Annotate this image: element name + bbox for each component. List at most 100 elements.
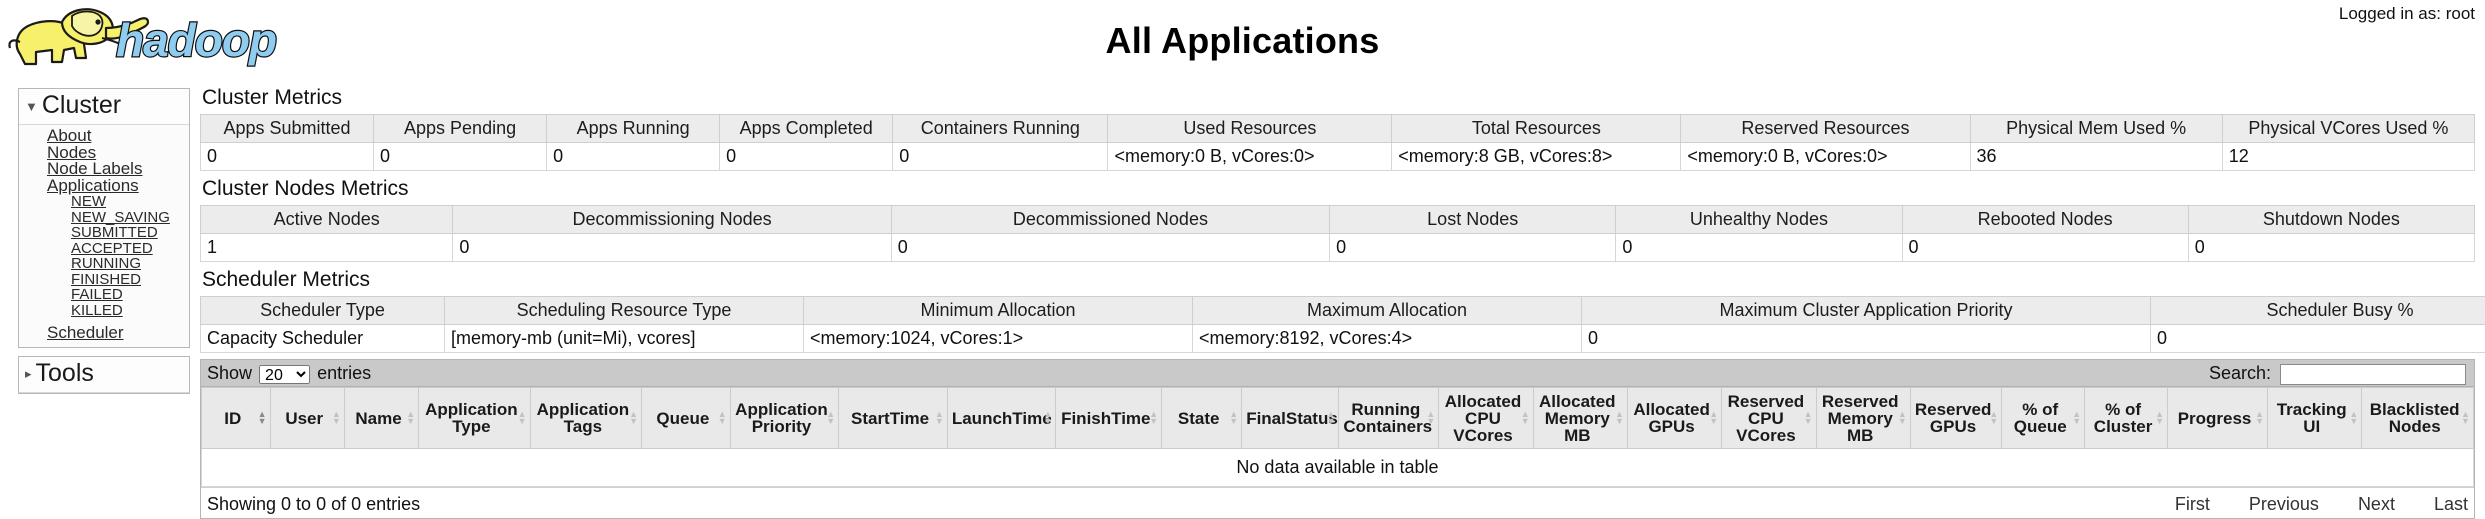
sort-arrows-icon: ▲▼ [258,411,267,425]
column-header-label: User [285,409,323,428]
sort-arrows-icon: ▲▼ [1615,411,1624,425]
column-header-label: Application Priority [735,400,828,436]
column-header-label: Allocated GPUs [1633,400,1710,436]
applications-panel: Show 20406080100 entries Search: ID▲▼Use… [200,359,2475,519]
page-next-button[interactable]: Next [2358,494,2395,514]
column-header-allocated-gpus[interactable]: Allocated GPUs▲▼ [1627,388,1721,449]
table-cell: 0 [893,143,1108,171]
sidebar-cluster-label: Cluster [42,91,121,119]
sidebar-item-applications[interactable]: Applications [19,178,189,195]
column-header-of-cluster[interactable]: % of Cluster▲▼ [2085,388,2168,449]
column-header-label: Queue [656,409,709,428]
sidebar-state-killed[interactable]: KILLED [19,303,189,319]
table-cell: <memory:0 B, vCores:0> [1681,143,1970,171]
column-header-label: Reserved GPUs [1915,400,1992,436]
applications-table: ID▲▼User▲▼Name▲▼Application Type▲▼Applic… [201,387,2474,487]
column-header: Scheduler Type [201,297,445,325]
column-header-label: Tracking UI [2277,400,2347,436]
page-previous-button[interactable]: Previous [2249,494,2319,514]
datatable-toolbar: Show 20406080100 entries Search: [201,360,2474,387]
column-header: Apps Completed [720,115,893,143]
column-header-id[interactable]: ID▲▼ [202,388,271,449]
column-header: Physical VCores Used % [2222,115,2474,143]
search-input[interactable] [2280,364,2466,385]
column-header-of-queue[interactable]: % of Queue▲▼ [2002,388,2085,449]
sidebar-state-running[interactable]: RUNNING [19,256,189,272]
table-cell: 36 [1970,143,2222,171]
column-header: Unhealthy Nodes [1616,206,1902,234]
sidebar-state-submitted[interactable]: SUBMITTED [19,225,189,241]
column-header-allocated-cpu-vcores[interactable]: Allocated CPU VCores▲▼ [1439,388,1533,449]
column-header-running-containers[interactable]: Running Containers▲▼ [1339,388,1439,449]
column-header-label: Progress [2178,409,2252,428]
sidebar-cluster-header[interactable]: ▼ Cluster [19,89,189,125]
column-header-starttime[interactable]: StartTime ▲▼ [839,388,948,449]
column-header-reserved-memory-mb[interactable]: Reserved Memory MB▲▼ [1816,388,1910,449]
sidebar-section-cluster: ▼Cluster About Nodes Node Labels Applica… [18,88,190,348]
sort-arrows-icon: ▲▼ [629,411,638,425]
table-cell: Capacity Scheduler [201,325,445,353]
column-header-state[interactable]: State▲▼ [1162,388,1242,449]
sort-arrows-icon: ▲▼ [1804,411,1813,425]
sidebar-state-new[interactable]: NEW [19,194,189,210]
search-control: Search: [2209,363,2466,385]
column-header-finishtime[interactable]: FinishTime▲▼ [1056,388,1162,449]
column-header-application-tags[interactable]: Application Tags▲▼ [530,388,641,449]
table-cell: 0 [1582,325,2151,353]
column-header: Scheduling Resource Type [445,297,804,325]
sort-arrows-icon: ▲▼ [1898,411,1907,425]
column-header-reserved-cpu-vcores[interactable]: Reserved CPU VCores▲▼ [1722,388,1816,449]
sidebar-tools-header[interactable]: ▸Tools [19,357,189,393]
table-cell: 12 [2222,143,2474,171]
column-header-label: LaunchTime [952,409,1052,428]
sort-arrows-icon: ▲▼ [2349,411,2358,425]
sidebar-state-accepted[interactable]: ACCEPTED [19,241,189,257]
column-header-launchtime[interactable]: LaunchTime▲▼ [947,388,1056,449]
sidebar-state-finished[interactable]: FINISHED [19,272,189,288]
table-cell: 0 [374,143,547,171]
column-header-finalstatus[interactable]: FinalStatus▲▼ [1242,388,1339,449]
entries-info: Showing 0 to 0 of 0 entries [207,494,420,515]
column-header-user[interactable]: User ▲▼ [270,388,344,449]
column-header-application-type[interactable]: Application Type▲▼ [419,388,530,449]
column-header-application-priority[interactable]: Application Priority▲▼ [730,388,839,449]
table-header-row: ID▲▼User▲▼Name▲▼Application Type▲▼Applic… [202,388,2474,449]
page-last-button[interactable]: Last [2434,494,2468,514]
column-header-progress[interactable]: Progress▲▼ [2168,388,2268,449]
column-header-label: Running Containers [1343,400,1432,436]
column-header-blacklisted-nodes[interactable]: Blacklisted Nodes▲▼ [2362,388,2474,449]
cluster-nodes-metrics-title: Cluster Nodes Metrics [202,177,2475,201]
sort-arrows-icon: ▲▼ [935,411,944,425]
sidebar-state-failed[interactable]: FAILED [19,287,189,303]
column-header: Physical Mem Used % [1970,115,2222,143]
table-cell: 0 [453,234,891,262]
page-length-select[interactable]: 20406080100 [259,365,310,384]
column-header-label: StartTime [851,409,929,428]
table-cell: 0 [891,234,1329,262]
column-header-label: % of Queue [2014,400,2067,436]
sort-arrows-icon: ▲▼ [332,411,341,425]
page-first-button[interactable]: First [2175,494,2210,514]
sidebar-item-scheduler[interactable]: Scheduler [19,325,189,342]
column-header: Scheduler Busy % [2151,297,2485,325]
sort-arrows-icon: ▲▼ [1149,411,1158,425]
column-header-reserved-gpus[interactable]: Reserved GPUs▲▼ [1910,388,2001,449]
sort-arrows-icon: ▲▼ [1229,411,1238,425]
column-header-tracking-ui[interactable]: Tracking UI▲▼ [2268,388,2362,449]
table-cell: <memory:0 B, vCores:0> [1108,143,1392,171]
column-header-name[interactable]: Name▲▼ [344,388,418,449]
sidebar-state-new-saving[interactable]: NEW_SAVING [19,210,189,226]
column-header: Rebooted Nodes [1902,206,2188,234]
sidebar-item-about[interactable]: About [19,128,189,145]
column-header: Reserved Resources [1681,115,1970,143]
column-header-label: Reserved CPU VCores [1728,392,1805,445]
chevron-down-icon: ▼ [25,99,38,114]
scheduler-metrics-title: Scheduler Metrics [202,268,2475,292]
column-header: Lost Nodes [1330,206,1616,234]
column-header-queue[interactable]: Queue▲▼ [642,388,731,449]
column-header-allocated-memory-mb[interactable]: Allocated Memory MB▲▼ [1533,388,1627,449]
